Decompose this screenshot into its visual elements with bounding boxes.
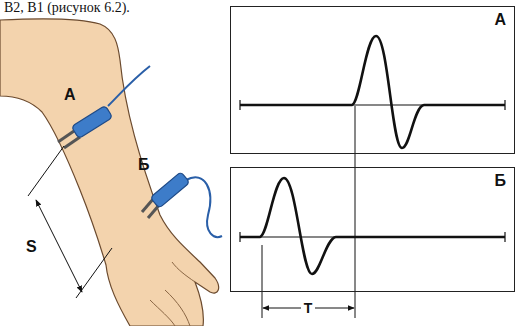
time-label: T (301, 300, 316, 316)
distance-dimension (28, 146, 112, 298)
time-dimension (262, 106, 355, 318)
electrode-b (142, 172, 222, 237)
distance-label: S (26, 238, 37, 256)
waveform-b (240, 178, 505, 274)
waveform-a (240, 36, 505, 148)
signal-panel: Б (230, 167, 515, 292)
hand-lines (150, 262, 195, 326)
caption-fragment: В2, В1 (рисунок 6.2). (4, 0, 130, 16)
panel-letter: Б (495, 172, 507, 190)
signal-panel: А (230, 6, 515, 154)
electrode-label: Б (138, 156, 150, 174)
electrode-label: А (64, 86, 76, 104)
arm (0, 19, 219, 326)
electrode-a (58, 66, 150, 148)
panel-letter: А (494, 11, 506, 29)
